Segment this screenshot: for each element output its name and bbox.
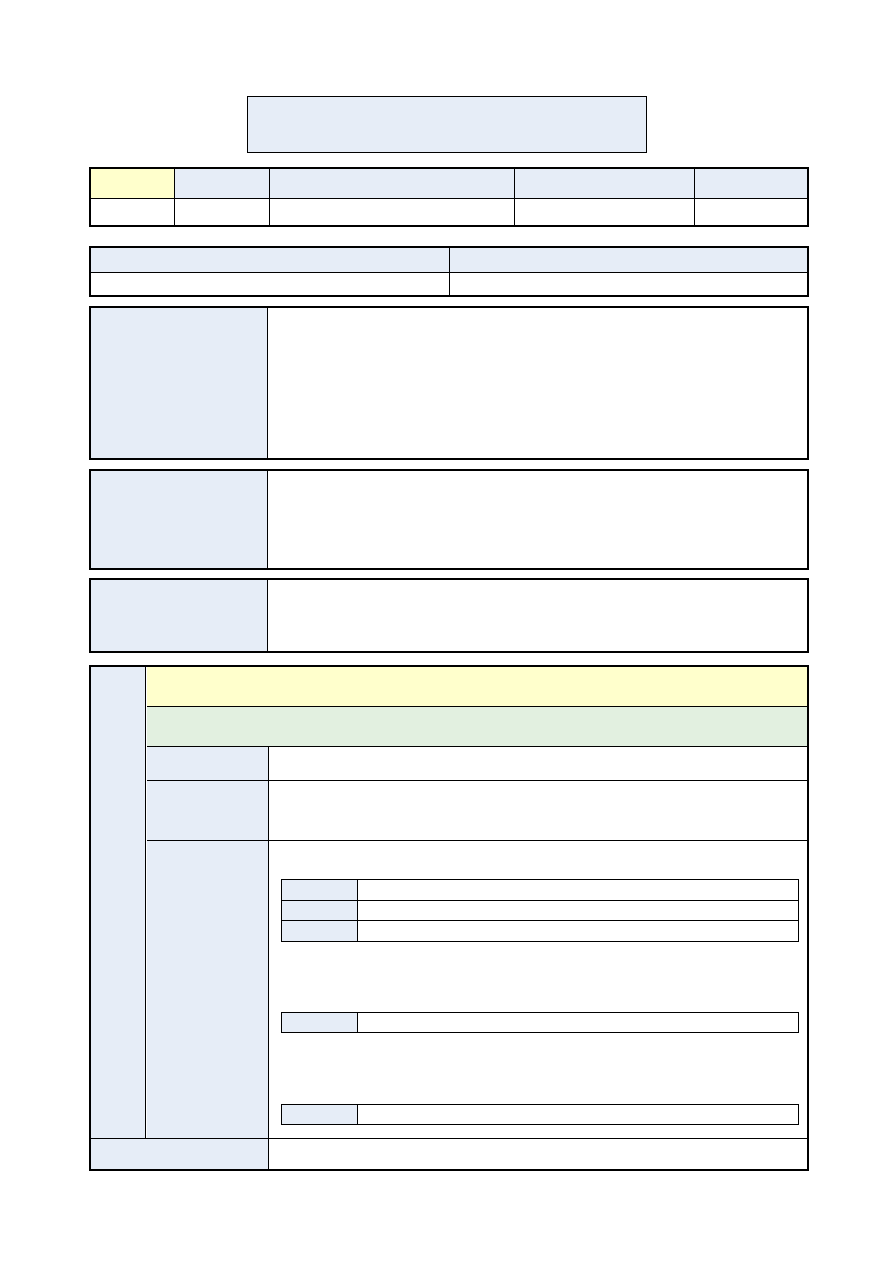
sub-table-value: [357, 879, 799, 901]
sub-table-value: [357, 899, 799, 922]
document-title-box: [247, 96, 647, 153]
sub-table-3: [281, 1104, 799, 1125]
section-1-content: [269, 308, 807, 458]
section-4-row-3-content: [269, 841, 807, 1138]
sub-table-label: [281, 920, 358, 942]
section-2-content: [269, 471, 807, 568]
sub-table-2: [281, 1012, 799, 1033]
section-3-label: [91, 580, 268, 651]
two-col-value: [89, 271, 450, 297]
sub-table-value: [357, 920, 799, 942]
section-2-label: [91, 471, 268, 568]
section-4-row-2-content: [269, 781, 807, 841]
section-4-side-label: [91, 667, 146, 1138]
header-value-cell: [269, 197, 515, 227]
section-4: [89, 665, 809, 1171]
header-cell: [89, 167, 175, 199]
sub-table-value: [357, 1104, 799, 1125]
sub-table-label: [281, 899, 358, 922]
header-value-cell: [89, 197, 175, 227]
section-4-footer-content: [269, 1138, 807, 1169]
section-4-row-1-content: [269, 747, 807, 781]
header-cell: [514, 167, 695, 199]
sub-table-1: [281, 879, 799, 942]
two-col-header: [89, 246, 450, 273]
two-column-table: [89, 246, 809, 297]
header-cell: [694, 167, 809, 199]
header-cell: [174, 167, 270, 199]
sub-table-label: [281, 1012, 358, 1033]
header-table: [89, 167, 809, 227]
section-4-row-1-label: [147, 747, 269, 781]
section-2: [89, 469, 809, 570]
two-col-header: [449, 246, 809, 273]
section-1-label: [91, 308, 268, 458]
section-4-green-row: [147, 707, 807, 747]
sub-table-value: [357, 1012, 799, 1033]
header-value-cell: [174, 197, 270, 227]
section-4-row-3-label: [147, 841, 269, 1138]
section-1: [89, 306, 809, 460]
section-4-footer-label: [91, 1138, 269, 1169]
sub-table-label: [281, 1104, 358, 1125]
header-value-cell: [514, 197, 695, 227]
section-4-row-2-label: [147, 781, 269, 841]
section-3-content: [269, 580, 807, 651]
section-4-yellow-row: [147, 667, 807, 707]
sub-table-label: [281, 879, 358, 901]
header-value-cell: [694, 197, 809, 227]
two-col-value: [449, 271, 809, 297]
section-3: [89, 578, 809, 653]
header-cell: [269, 167, 515, 199]
